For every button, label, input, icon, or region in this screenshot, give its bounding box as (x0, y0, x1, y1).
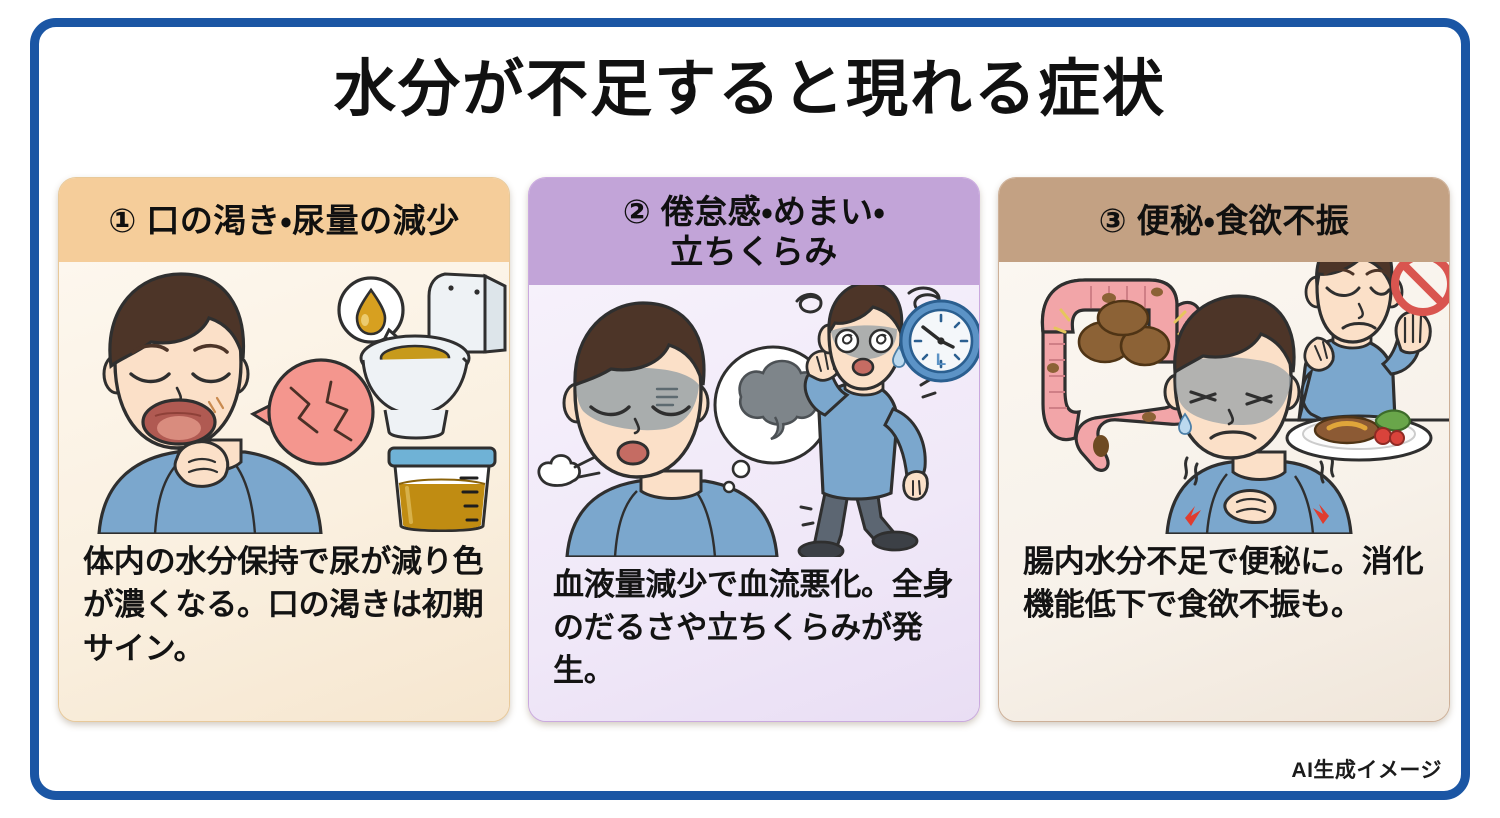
symptom-card-2-body: L 血液量減少で血流悪化。全身のだるさや立ちくらみが発生。 (529, 284, 979, 721)
ai-generated-credit: AI生成イメージ (1291, 759, 1442, 782)
symptom-card-1-body: 体内の水分保持で尿が減り色が濃くなる。口の渇きは初期サイン。 (59, 262, 509, 721)
symptom-card-2-header: ② 倦怠感・めまい・ 立ちくらみ (529, 178, 979, 285)
symptom-card-2: ② 倦怠感・めまい・ 立ちくらみ (528, 177, 980, 722)
symptom-card-1-header-line1: ① 口の渇き・尿量の減少 (108, 201, 460, 239)
symptom-card-list: ① 口の渇き・尿量の減少 (58, 177, 1450, 722)
symptom-card-2-caption: 血液量減少で血流悪化。全身のだるさや立ちくらみが発生。 (553, 566, 954, 689)
symptom-card-2-illustration: L (529, 284, 979, 557)
symptom-card-3-header: ③ 便秘・食欲不振 (999, 178, 1449, 262)
symptom-card-3: ③ 便秘・食欲不振 (998, 177, 1450, 722)
symptom-card-1-caption: 体内の水分保持で尿が減り色が濃くなる。口の渇きは初期サイン。 (83, 544, 484, 666)
page-title: 水分が不足すると現れる症状 (333, 55, 1166, 124)
symptom-card-3-body: 腸内水分不足で便秘に。消化機能低下で食欲不振も。 (999, 262, 1449, 721)
symptom-card-3-caption: 腸内水分不足で便秘に。消化機能低下で食欲不振も。 (1023, 544, 1424, 623)
symptom-card-3-header-line1: ③ 便秘・食欲不振 (1098, 201, 1350, 239)
symptom-card-1-illustration (59, 262, 509, 534)
symptom-card-1-header: ① 口の渇き・尿量の減少 (59, 178, 509, 262)
symptom-card-2-header-line1: ② 倦怠感・めまい・ (622, 193, 886, 230)
symptom-card-2-header-line2: 立ちくらみ (670, 233, 838, 271)
symptom-card-3-illustration (999, 262, 1449, 534)
symptom-card-1: ① 口の渇き・尿量の減少 (58, 177, 510, 722)
svg-text:L: L (936, 350, 946, 369)
